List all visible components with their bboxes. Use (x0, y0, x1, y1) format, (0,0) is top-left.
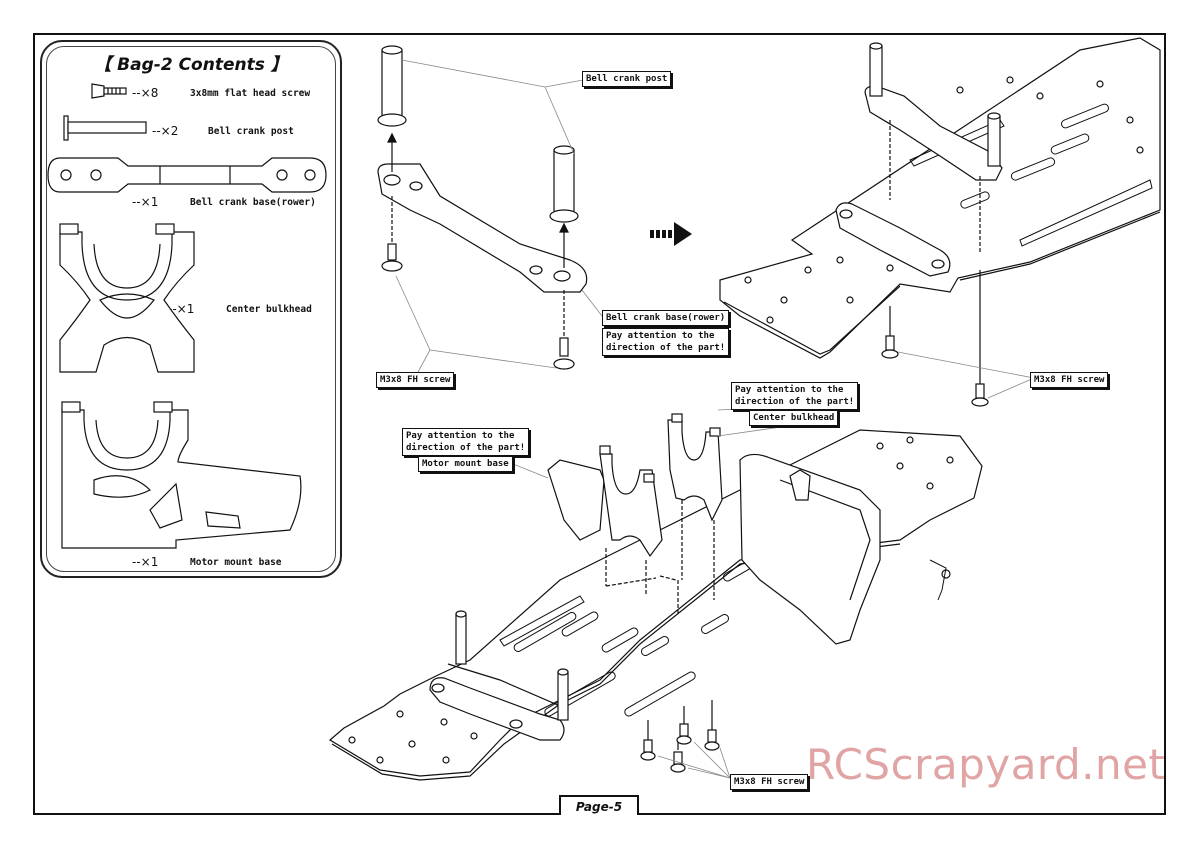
bell-crank-exploded-view (377, 45, 588, 370)
label-motor-mount-base: Motor mount base (190, 557, 282, 568)
callout-m3x8-bottom: M3x8 FH screw (730, 774, 809, 790)
qty-bell-crank-post: --×2 (152, 124, 179, 138)
callout-attention-bell-crank: Pay attention to the direction of the pa… (602, 328, 730, 356)
flat-head-screw-part (91, 83, 127, 99)
qty-flat-head-screw: --×8 (132, 86, 159, 100)
next-step-arrow-icon (650, 222, 692, 246)
callout-m3x8-left: M3x8 FH screw (376, 372, 455, 388)
callout-attention-center-bulkhead: Pay attention to the direction of the pa… (731, 382, 859, 410)
qty-motor-mount-base: --×1 (132, 555, 159, 569)
callout-motor-mount-base: Motor mount base (418, 456, 513, 472)
bag-contents-panel (40, 40, 342, 578)
bag-contents-title: 【 Bag-2 Contents 】 (94, 55, 288, 75)
qty-bell-crank-base: --×1 (132, 195, 159, 209)
callout-attention-motor-mount: Pay attention to the direction of the pa… (402, 428, 530, 456)
watermark: RCScrapyard.net (806, 740, 1166, 789)
page-number: Page-5 (559, 795, 639, 815)
center-bulkhead-part (59, 223, 195, 373)
callout-center-bulkhead: Center bulkhead (749, 410, 839, 426)
callout-bell-crank-post: Bell crank post (582, 71, 672, 87)
label-center-bulkhead: Center bulkhead (226, 304, 312, 315)
callout-m3x8-right: M3x8 FH screw (1030, 372, 1109, 388)
qty-center-bulkhead: --×1 (168, 302, 195, 316)
callout-bell-crank-base: Bell crank base(rower) (602, 310, 730, 326)
chassis-bottom (328, 413, 983, 781)
bell-crank-post-part (63, 115, 147, 141)
chassis-top-right (719, 37, 1161, 407)
motor-mount-base-part (61, 401, 302, 549)
bell-crank-base-part (47, 157, 327, 193)
label-bell-crank-post: Bell crank post (208, 126, 294, 137)
label-bell-crank-base: Bell crank base(rower) (190, 197, 316, 208)
label-flat-head-screw: 3x8mm flat head screw (190, 88, 311, 99)
